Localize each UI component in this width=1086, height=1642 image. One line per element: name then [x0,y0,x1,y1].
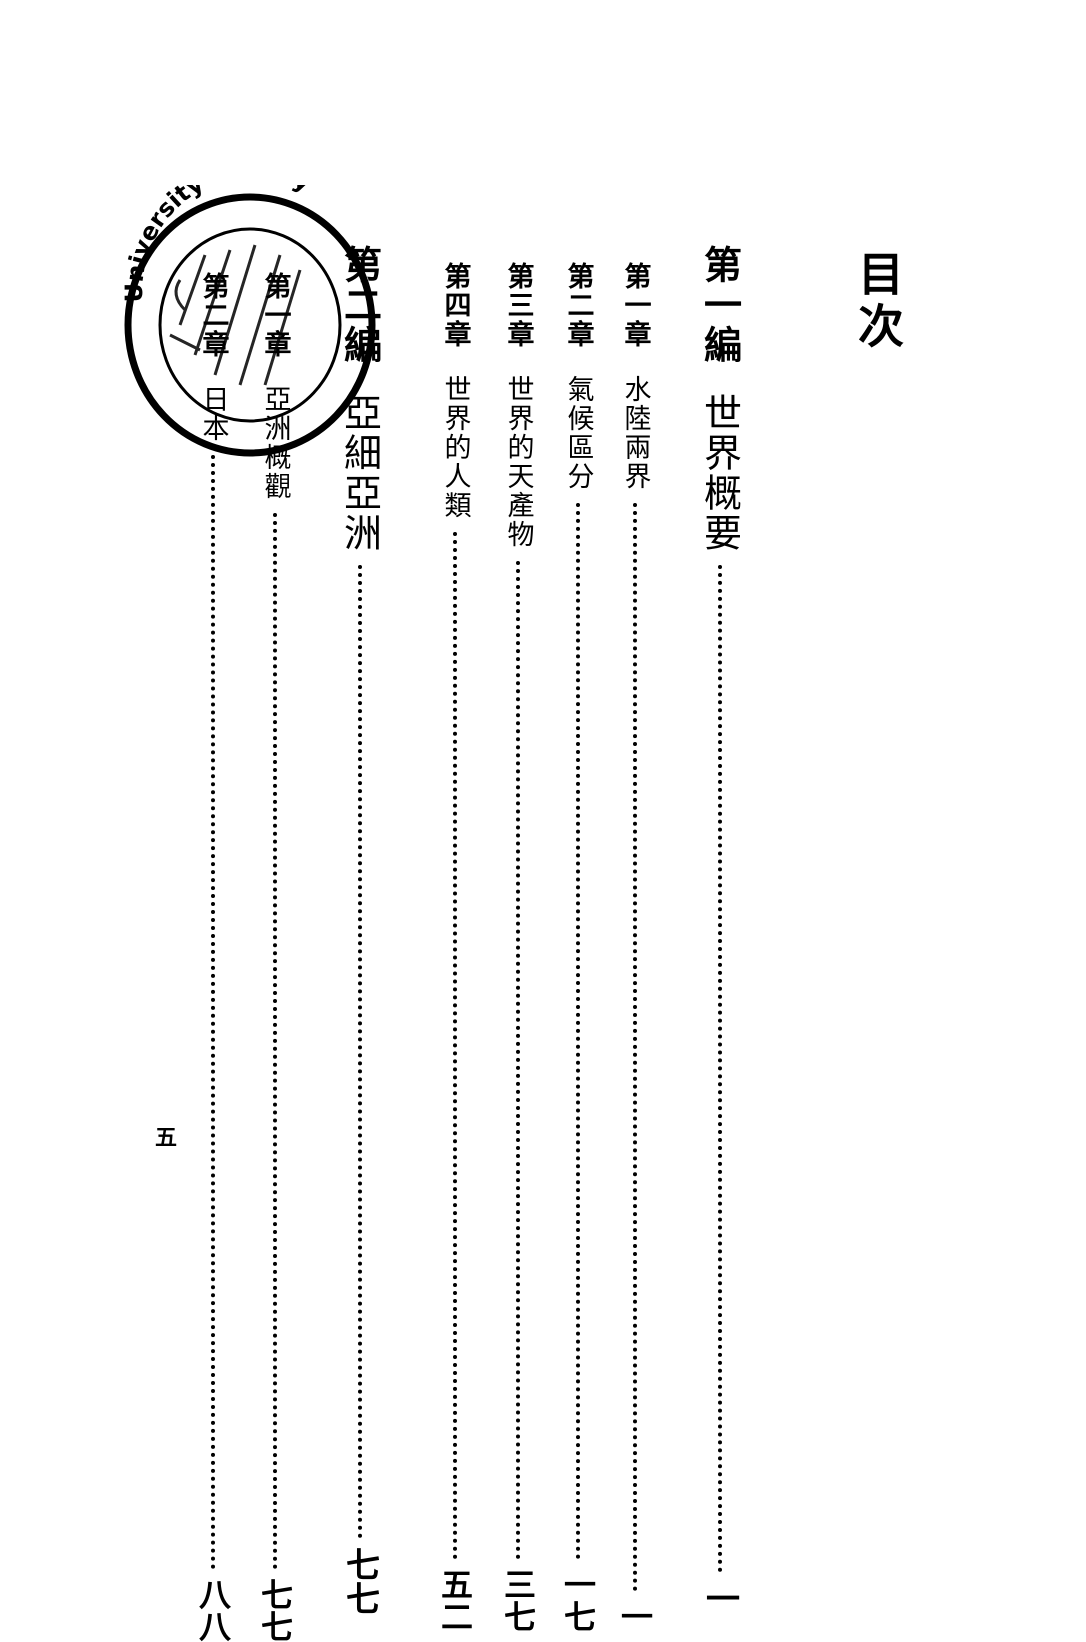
entry-label: 第一編 [697,245,743,365]
dot-leader [576,503,580,1560]
entry-page: 五二 [436,1568,474,1632]
dot-leader [211,455,215,1570]
entry-label: 第二章 [562,262,594,349]
stamp-seal-pattern [169,244,302,386]
entry-title: 水陸兩界 [619,375,651,491]
toc-entry-chapter: 第一章 亞洲概觀 七七 [245,272,305,1642]
stamp-outer-ring [124,193,376,457]
entry-page: 一 [699,1581,740,1615]
entry-page: 七七 [339,1547,380,1615]
dot-leader [718,565,722,1573]
dot-leader [516,561,520,1560]
entry-page: 七七 [256,1578,294,1642]
toc-entry-chapter: 第三章 世界的天產物 三七 [488,262,548,1632]
folio-page-number: 五 [155,1125,178,1151]
entry-page: 三七 [499,1568,537,1632]
entry-title: 世界概要 [697,393,742,553]
dot-leader [273,513,277,1570]
library-stamp: University Library [120,185,376,457]
toc-entry-chapter: 第二章 氣候區分 一七 [548,262,608,1632]
entry-page: 一七 [559,1568,597,1632]
toc-entry-part-1: 第一編 世界概要 一 [690,245,750,1615]
toc-entry-chapter: 第一章 水陸兩界 一 [605,262,665,1632]
stamp-inner-ring [158,227,342,423]
entry-title: 亞洲概觀 [259,385,291,501]
entry-title: 亞細亞洲 [337,393,382,553]
entry-page: 八八 [194,1578,232,1642]
entry-page: 一 [616,1600,654,1632]
toc-entry-chapter: 第四章 世界的人類 五二 [425,262,485,1632]
entry-title: 世界的天產物 [502,375,534,549]
toc-entry-chapter: 第二章 日本 八八 [183,272,243,1642]
dot-leader [633,503,637,1592]
entry-label: 第三章 [502,262,534,349]
entry-title: 世界的人類 [439,375,471,520]
entry-title: 氣候區分 [562,375,594,491]
dot-leader [358,565,362,1539]
page-title: 目次 [851,250,905,354]
entry-label: 第一章 [619,262,651,349]
entry-label: 第四章 [439,262,471,349]
dot-leader [453,532,457,1560]
